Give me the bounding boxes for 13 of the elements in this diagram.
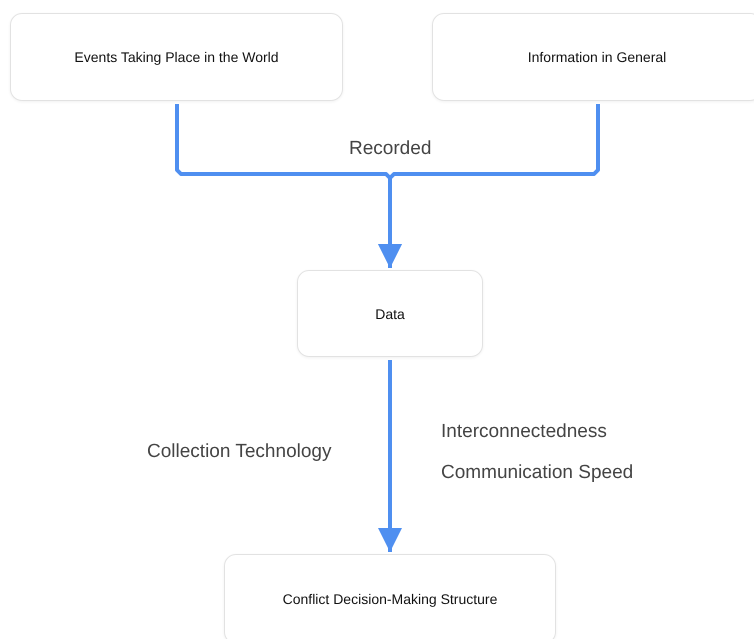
box-label: Events Taking Place in the World	[73, 49, 280, 65]
edge-label: Recorded	[349, 138, 432, 161]
process-box	[432, 13, 754, 101]
annotation-label: Collection Technology	[147, 441, 332, 464]
annotation-label: Communication Speed	[441, 462, 634, 485]
arrow	[378, 360, 402, 552]
box-label: Conflict Decision-Making Structure	[282, 591, 498, 607]
annotation-label: Interconnectedness	[441, 421, 607, 444]
box-label: Information in General	[526, 49, 668, 65]
box-label: Data	[374, 306, 406, 322]
process-box	[297, 270, 483, 357]
process-box	[224, 554, 556, 639]
process-box	[10, 13, 343, 101]
